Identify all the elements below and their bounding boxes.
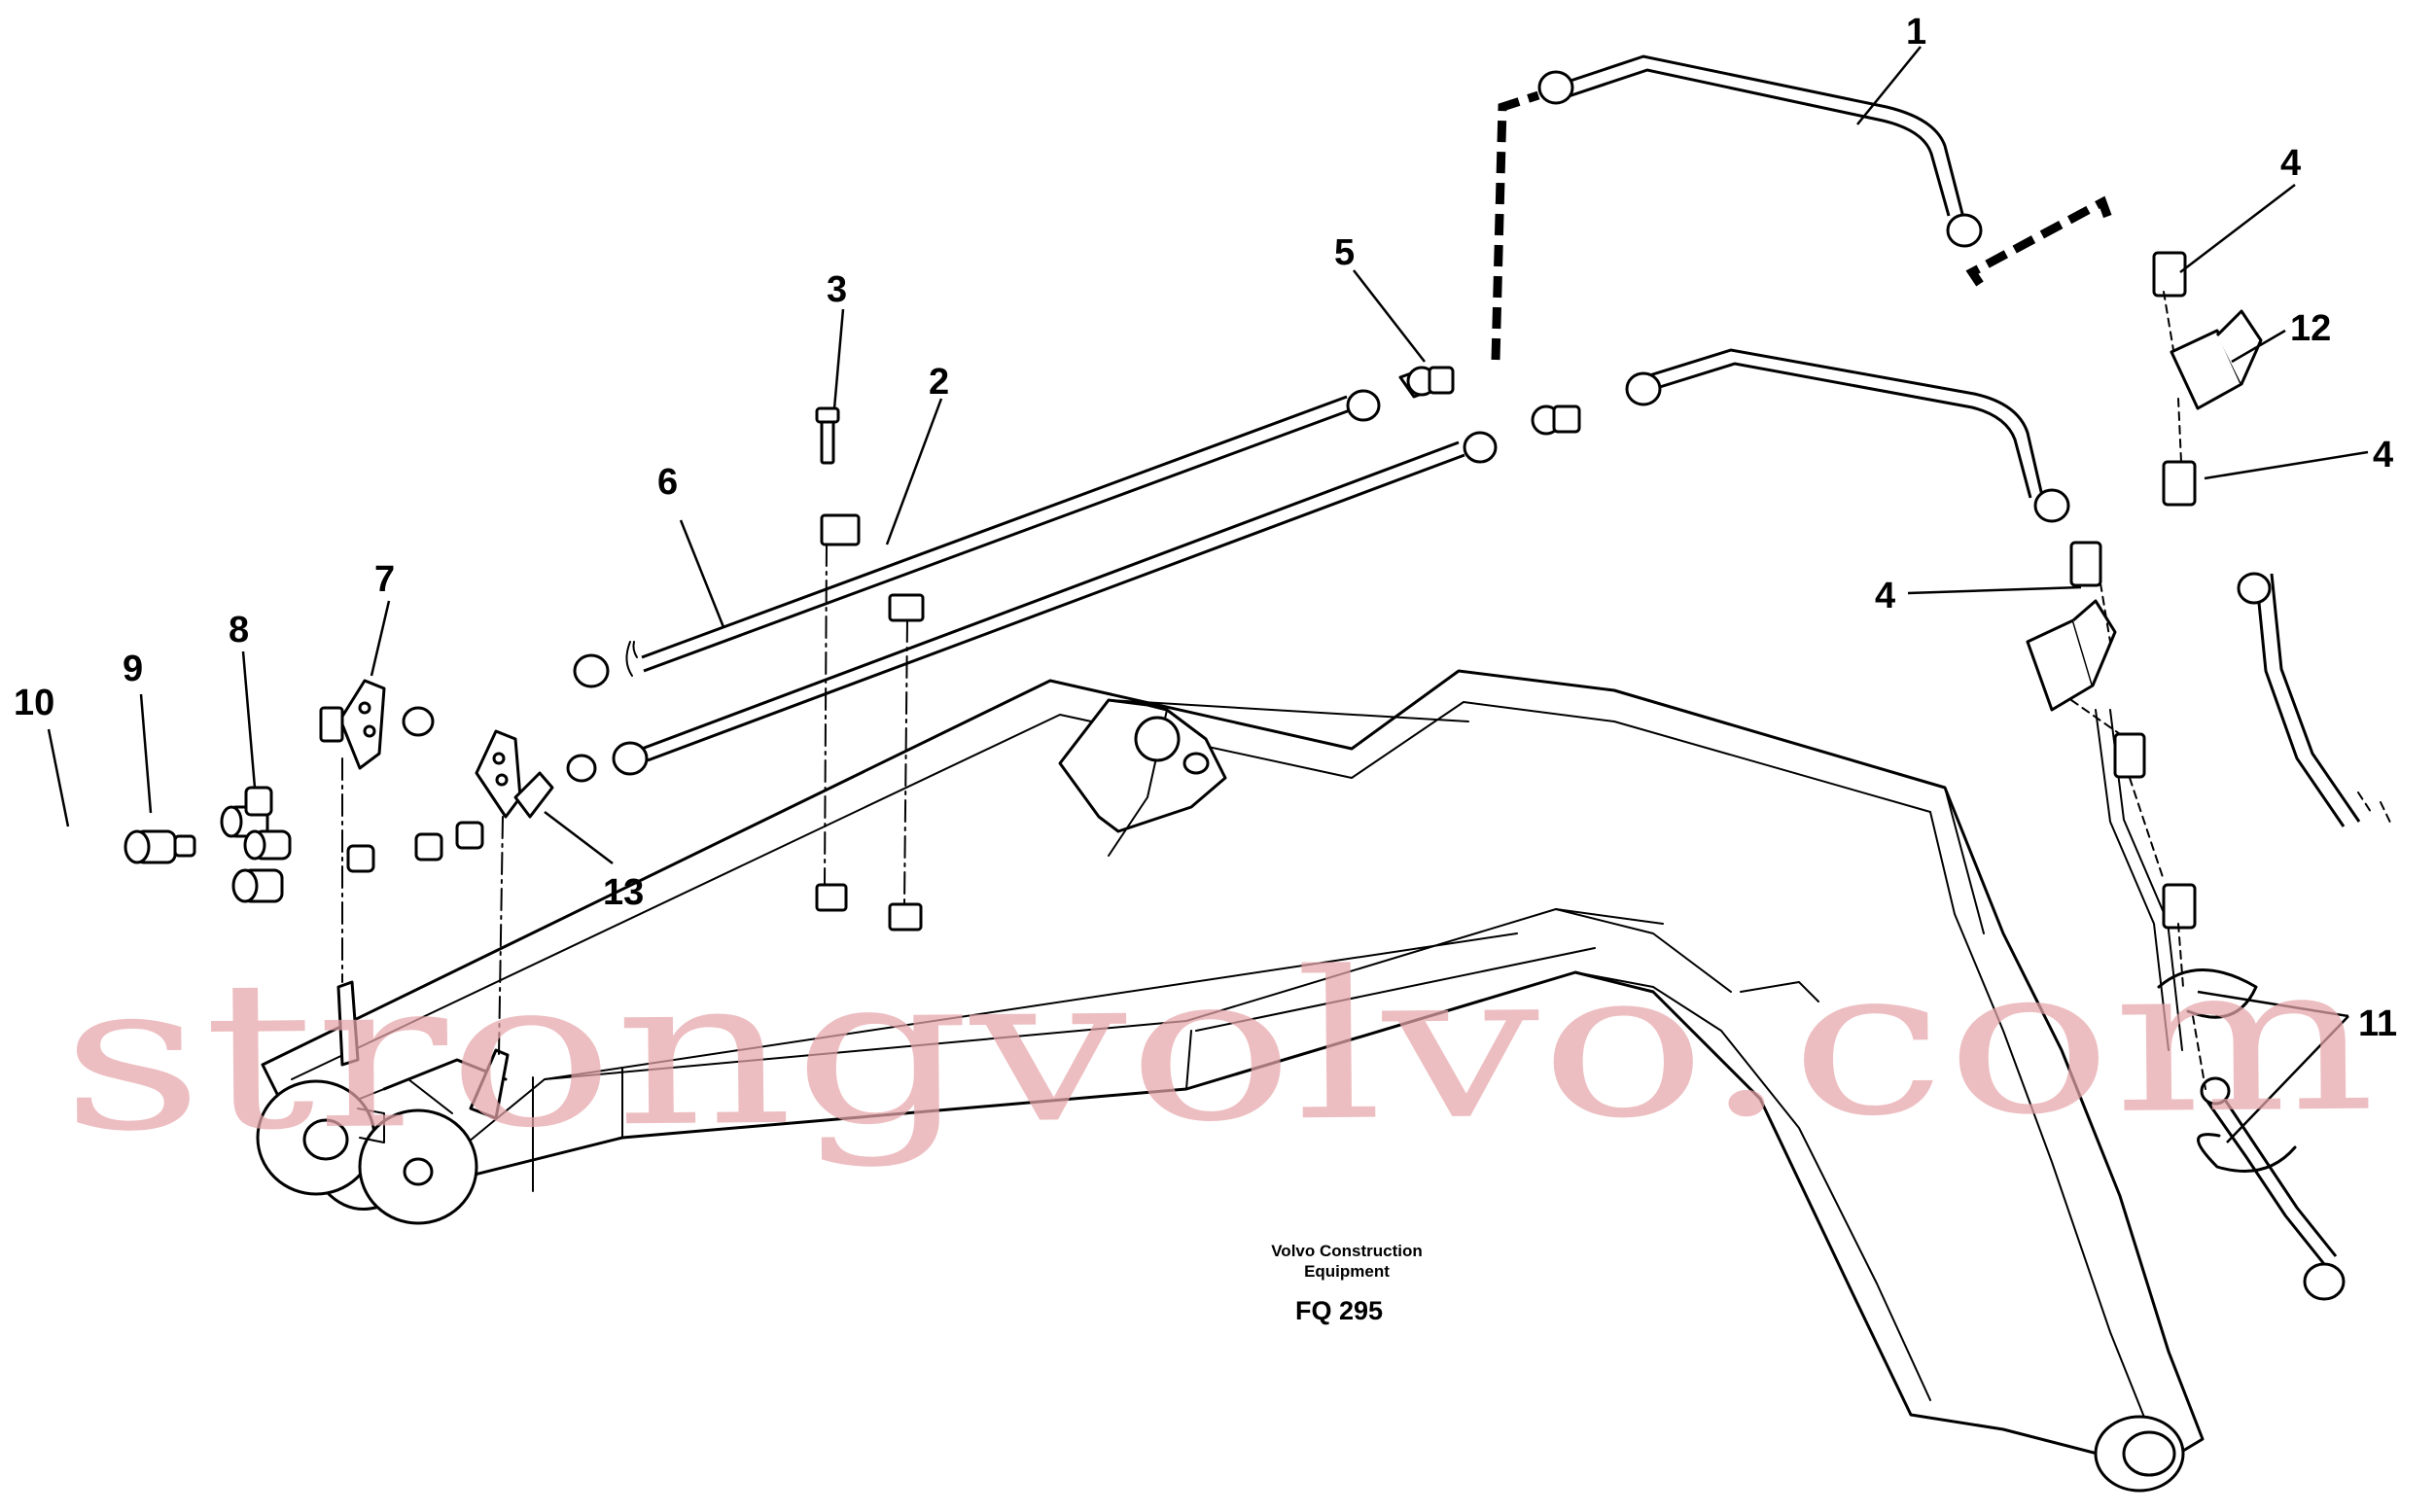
callout-6: 6 [657,462,678,503]
callout-12: 12 [2290,308,2331,349]
callouts: 1 2 3 4 4 4 5 6 7 8 9 10 11 12 13 [14,12,2397,1044]
dashed-hose-left [1491,90,1540,361]
reference-lines [341,291,2206,1090]
drawing-code: FQ 295 [1295,1296,1383,1325]
callout-13: 13 [603,872,644,913]
callout-5: 5 [1334,232,1355,273]
drawing-caption: Volvo Construction Equipment FQ 295 [1271,1242,1423,1325]
watermark: strongvolvo.com [60,919,2377,1178]
caption-line-1: Volvo Construction [1271,1242,1423,1260]
callout-9: 9 [123,649,143,689]
dashed-hose-right [1965,195,2115,287]
callout-4-top: 4 [2280,143,2301,184]
top-steel-pipe [1555,54,1964,217]
fittings [124,70,2346,1301]
right-steel-pipe [1642,348,2044,499]
lower-pipe [641,440,1465,762]
caption-line-2: Equipment [1304,1262,1390,1281]
callout-1: 1 [1906,12,1926,53]
upper-pipe [625,395,1351,677]
excavator-boom [256,669,2205,1493]
callout-8: 8 [229,610,249,651]
right-hose-upper-b [2270,573,2361,823]
callout-3: 3 [827,269,847,310]
leader-lines [47,46,2369,1143]
callout-4-right: 4 [2373,435,2393,475]
callout-4-middle: 4 [1875,576,1895,616]
callout-10: 10 [14,683,54,723]
right-hose-lower [2204,1098,2326,1265]
callout-11: 11 [2358,1003,2397,1044]
callout-7: 7 [374,559,395,600]
callout-2: 2 [929,362,949,403]
right-hose-lower-b [2217,1090,2338,1257]
right-hose-upper [2254,573,2346,827]
